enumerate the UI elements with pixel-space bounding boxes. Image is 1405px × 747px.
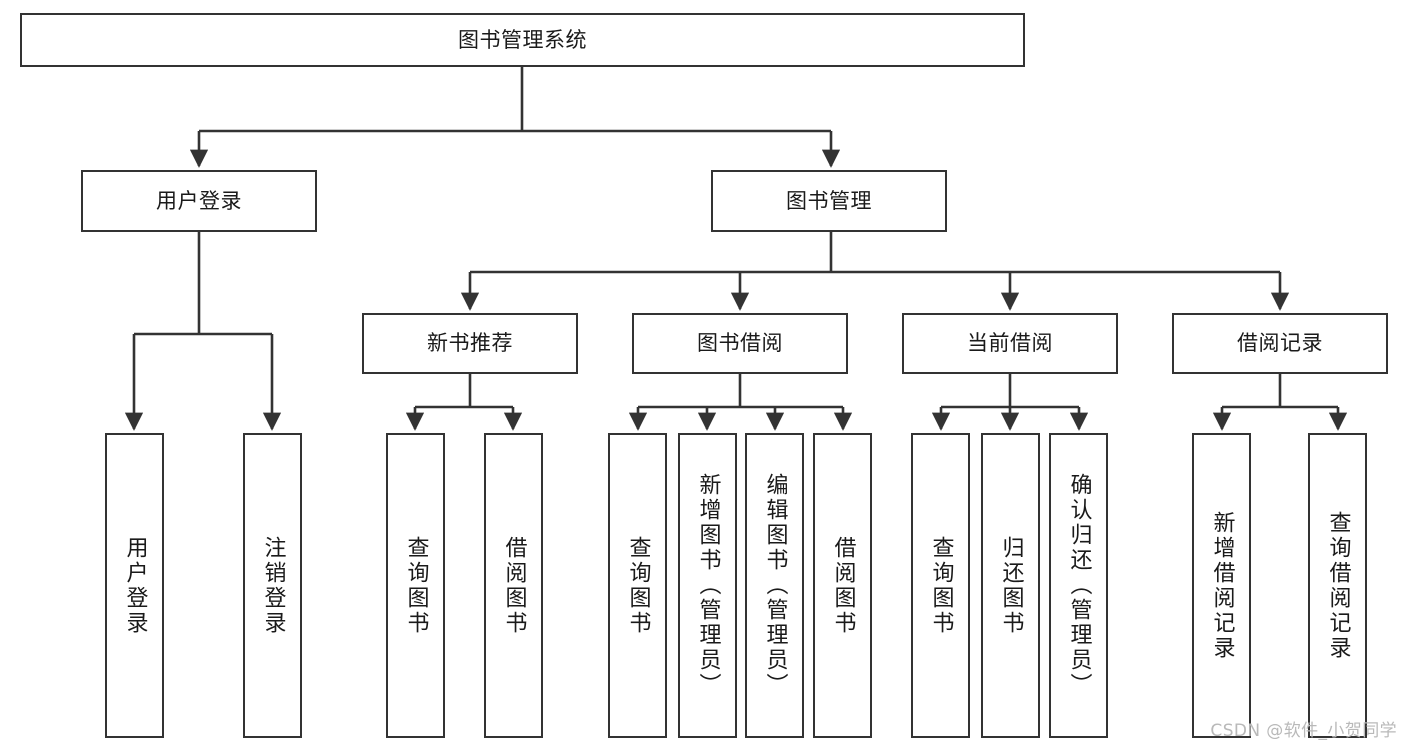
node-label: 确认归还（管理员） — [1066, 473, 1092, 698]
node-leaf-confirm-return-admin[interactable]: 确认归还（管理员） — [1049, 433, 1108, 738]
node-leaf-return-book[interactable]: 归还图书 — [981, 433, 1040, 738]
node-leaf-add-borrow-record[interactable]: 新增借阅记录 — [1192, 433, 1251, 738]
node-label: 图书管理 — [786, 188, 872, 213]
node-label: 当前借阅 — [967, 331, 1053, 356]
node-leaf-query-book-recommend[interactable]: 查询图书 — [386, 433, 445, 738]
node-label: 图书管理系统 — [458, 27, 587, 52]
node-label: 新增借阅记录 — [1209, 510, 1235, 661]
node-user-login[interactable]: 用户登录 — [81, 170, 317, 232]
node-label: 借阅图书 — [830, 535, 856, 636]
node-leaf-query-book-current[interactable]: 查询图书 — [911, 433, 970, 738]
node-book-management[interactable]: 图书管理 — [711, 170, 947, 232]
node-leaf-logout[interactable]: 注销登录 — [243, 433, 302, 738]
node-label: 新书推荐 — [427, 331, 513, 356]
node-label: 注销登录 — [260, 535, 286, 636]
node-label: 查询图书 — [928, 535, 954, 636]
node-label: 图书借阅 — [697, 331, 783, 356]
node-label: 归还图书 — [998, 535, 1024, 636]
node-leaf-add-book-admin[interactable]: 新增图书（管理员） — [678, 433, 737, 738]
node-label: 借阅记录 — [1237, 331, 1323, 356]
node-label: 新增图书（管理员） — [695, 473, 721, 698]
node-borrow-record[interactable]: 借阅记录 — [1172, 313, 1388, 374]
node-label: 用户登录 — [156, 188, 242, 213]
node-leaf-user-login[interactable]: 用户登录 — [105, 433, 164, 738]
node-label: 查询借阅记录 — [1325, 510, 1351, 661]
node-leaf-query-borrow-record[interactable]: 查询借阅记录 — [1308, 433, 1367, 738]
node-leaf-borrow-book[interactable]: 借阅图书 — [813, 433, 872, 738]
node-label: 查询图书 — [625, 535, 651, 636]
node-leaf-borrow-book-recommend[interactable]: 借阅图书 — [484, 433, 543, 738]
node-leaf-query-book-borrow[interactable]: 查询图书 — [608, 433, 667, 738]
node-current-borrow[interactable]: 当前借阅 — [902, 313, 1118, 374]
node-leaf-edit-book-admin[interactable]: 编辑图书（管理员） — [745, 433, 804, 738]
node-label: 编辑图书（管理员） — [762, 473, 788, 698]
node-root-book-management-system[interactable]: 图书管理系统 — [20, 13, 1025, 67]
node-book-borrow[interactable]: 图书借阅 — [632, 313, 848, 374]
node-new-book-recommend[interactable]: 新书推荐 — [362, 313, 578, 374]
node-label: 用户登录 — [122, 535, 148, 636]
node-label: 借阅图书 — [501, 535, 527, 636]
node-label: 查询图书 — [403, 535, 429, 636]
